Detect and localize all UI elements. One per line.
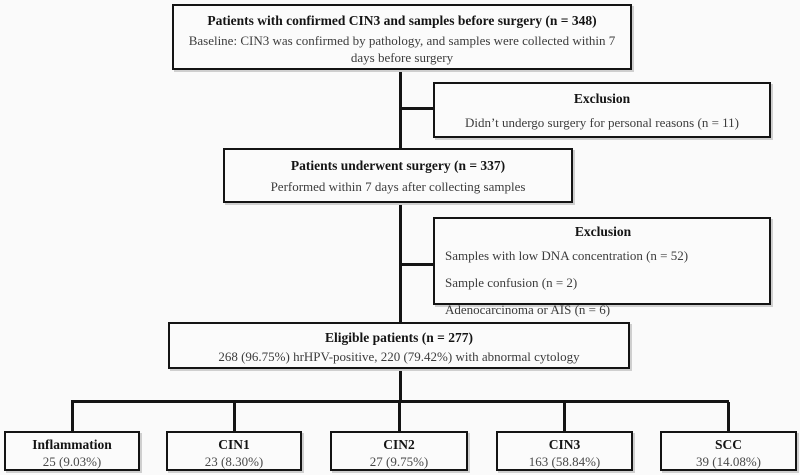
surgery-subtitle: Performed within 7 days after collecting… [270,179,526,194]
outcome-label: CIN1 [218,437,250,452]
exclusion-2-title: Exclusion [574,224,632,239]
outcome-box-cin3: CIN3 163 (58.84%) [496,431,633,471]
connector-surgery-to-eligible [399,203,402,323]
outcome-label: Inflammation [32,437,112,452]
outcome-box-cin1: CIN1 23 (8.30%) [166,431,302,471]
connector-baseline-to-surgery [399,70,402,150]
outcome-box-cin2: CIN2 27 (9.75%) [330,431,468,471]
connector-drop-cin2 [398,402,401,431]
outcome-label: CIN3 [548,437,581,452]
surgery-title: Patients underwent surgery (n = 337) [290,158,506,173]
exclusion-2-line-1: Samples with low DNA concentration (n = … [445,248,689,263]
exclusion-box-1: Exclusion Didn’t undergo surgery for per… [433,82,771,138]
exclusion-1-line: Didn’t undergo surgery for personal reas… [464,115,739,130]
connector-branch-exclusion-1 [401,107,433,110]
outcome-box-scc: SCC 39 (14.08%) [660,431,797,471]
outcome-value: 39 (14.08%) [696,454,761,469]
exclusion-2-line-2: Sample confusion (n = 2) [445,275,578,290]
outcome-value: 163 (58.84%) [528,454,601,469]
connector-drop-cin3 [563,402,566,431]
eligible-subtitle: 268 (96.75%) hrHPV-positive, 220 (79.42%… [218,349,580,364]
connector-eligible-down [399,369,402,402]
outcome-value: 27 (9.75%) [369,454,429,469]
surgery-box: Patients underwent surgery (n = 337) Per… [223,148,573,203]
outcome-label: CIN2 [383,437,415,452]
eligible-title: Eligible patients (n = 277) [325,330,473,345]
exclusion-2-line-3: Adenocarcinoma or AIS (n = 6) [445,302,611,317]
exclusion-box-2: Exclusion Samples with low DNA concentra… [433,217,771,317]
outcome-box-inflammation: Inflammation 25 (9.03%) [4,431,140,471]
outcome-value: 25 (9.03%) [42,454,102,469]
outcome-label: SCC [714,437,742,452]
connector-outcomes-span [71,400,729,403]
connector-drop-cin1 [233,402,236,431]
eligible-box: Eligible patients (n = 277) 268 (96.75%)… [168,322,630,369]
connector-drop-scc [727,402,730,431]
outcome-value: 23 (8.30%) [204,454,264,469]
connector-branch-exclusion-2 [401,263,433,266]
baseline-box: Patients with confirmed CIN3 and samples… [172,4,632,70]
baseline-title: Patients with confirmed CIN3 and samples… [207,13,597,28]
connector-drop-inflammation [71,402,74,431]
baseline-subtitle: Baseline: CIN3 was confirmed by patholog… [188,33,616,65]
exclusion-1-title: Exclusion [573,91,631,106]
